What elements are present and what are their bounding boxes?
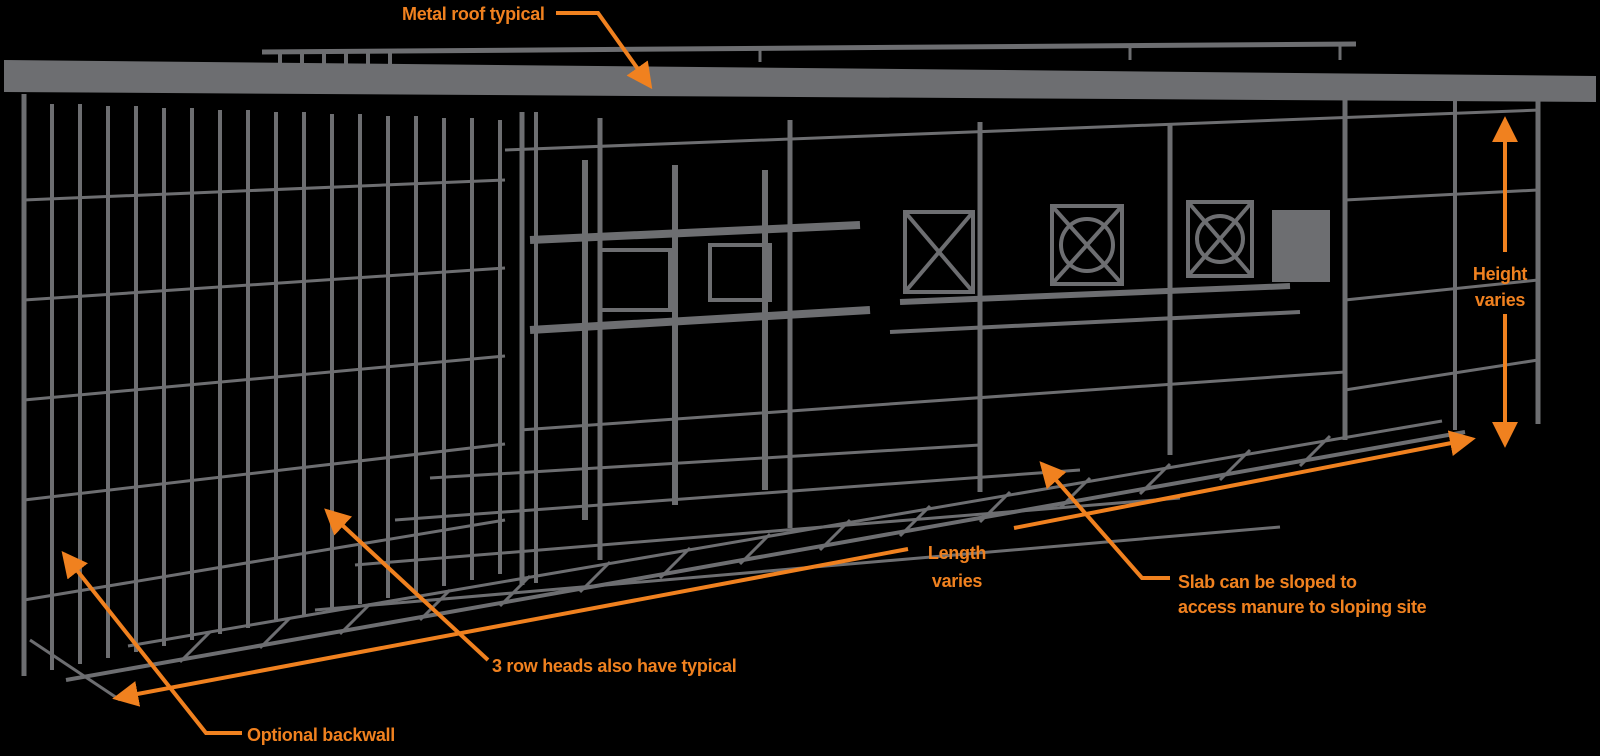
label-length-varies-line1: Length xyxy=(928,543,986,563)
dimension-length-left xyxy=(112,547,909,707)
label-optional-backwall: Optional backwall xyxy=(247,725,395,745)
slab-hatching xyxy=(178,434,1332,664)
leader-optional-backwall xyxy=(61,550,242,735)
floor-lines xyxy=(314,443,1281,612)
dimension-length-right xyxy=(1013,430,1476,530)
label-slab-sloped-line1: Slab can be sloped to xyxy=(1178,572,1357,592)
fan-panel-icon xyxy=(1186,200,1254,278)
label-metal-roof: Metal roof typical xyxy=(402,4,545,24)
label-length-varies-line2: varies xyxy=(932,571,983,591)
label-height-varies-line2: varies xyxy=(1475,290,1526,310)
fan-panel-icon xyxy=(1050,204,1124,286)
metal-roof-band xyxy=(4,41,1596,102)
leader-metal-roof xyxy=(556,11,653,90)
label-slab-sloped-line2: access manure to sloping site xyxy=(1178,597,1427,617)
left-fence-panels xyxy=(21,94,506,676)
center-equipment xyxy=(529,160,1330,520)
label-row-heads: 3 row heads also have typical xyxy=(492,656,736,676)
front-posts xyxy=(504,96,1541,585)
leader-slab-sloped xyxy=(1039,461,1170,580)
slab-edge xyxy=(29,419,1466,702)
cross-braced-gate xyxy=(903,210,975,294)
label-height-varies-line1: Height xyxy=(1473,264,1528,284)
annotations: Metal roof typical Height varies Length … xyxy=(61,4,1528,745)
leader-row-heads xyxy=(324,508,490,662)
